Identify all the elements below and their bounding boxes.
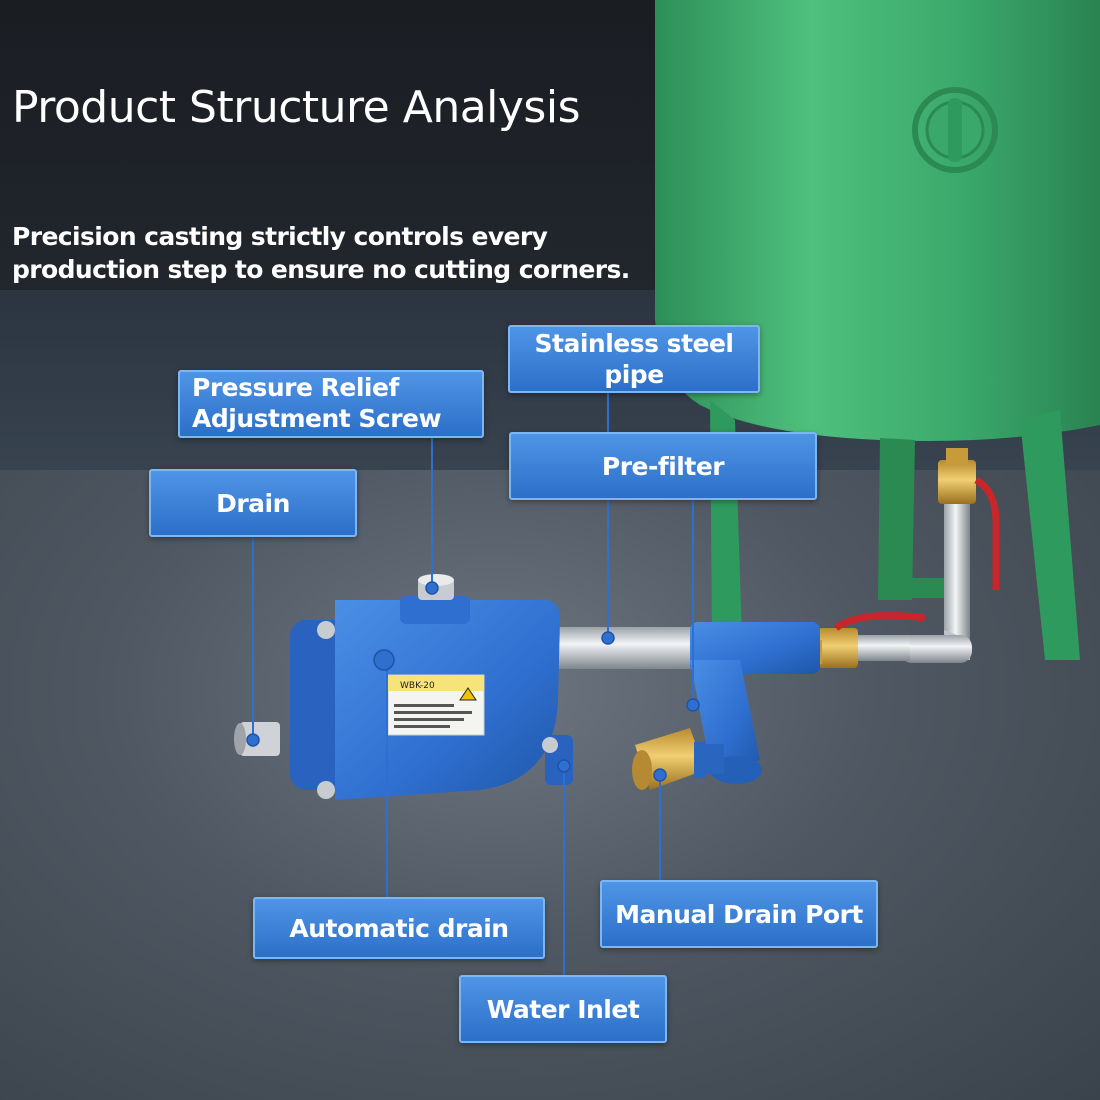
callout-drain-label: Drain [216, 488, 290, 518]
callout-automatic-drain: Automatic drain [253, 897, 545, 959]
page-title: Product Structure Analysis [12, 82, 581, 133]
callout-pressure-relief-line-2: Adjustment Screw [192, 404, 442, 433]
anchor-automatic-drain [373, 649, 395, 671]
device-model-label: WBK-20 [400, 681, 435, 691]
callout-water-inlet-label: Water Inlet [486, 994, 640, 1024]
anchor-stainless-pipe [601, 631, 615, 645]
callout-drain: Drain [149, 469, 357, 537]
callout-pressure-relief-line-1: Pressure Relief [192, 373, 399, 402]
callout-water-inlet: Water Inlet [459, 975, 667, 1043]
callout-pre-filter: Pre-filter [509, 432, 817, 500]
tank-outlet-valve [900, 448, 1000, 663]
callout-manual-drain-port-label: Manual Drain Port [615, 899, 863, 929]
anchor-pre-filter [686, 698, 700, 712]
anchor-water-inlet [557, 759, 571, 773]
callout-automatic-drain-label: Automatic drain [289, 913, 509, 943]
manual-drain-valve [632, 728, 706, 790]
callout-stainless-steel-pipe: Stainless steel pipe [508, 325, 760, 393]
subtitle-line-2: production step to ensure no cutting cor… [12, 255, 630, 284]
anchor-manual-drain [653, 768, 667, 782]
callout-pre-filter-label: Pre-filter [601, 451, 725, 481]
callout-pressure-relief-screw: Pressure Relief Adjustment Screw [178, 370, 484, 438]
anchor-pressure-relief [425, 581, 439, 595]
callout-manual-drain-port: Manual Drain Port [600, 880, 878, 948]
anchor-dots [246, 581, 700, 782]
automatic-drain-body: WBK-20 [234, 574, 573, 800]
page-subtitle: Precision casting strictly controls ever… [12, 220, 672, 286]
stainless-pipe-shape [545, 627, 705, 669]
anchor-drain [246, 733, 260, 747]
subtitle-line-1: Precision casting strictly controls ever… [12, 222, 548, 251]
callout-stainless-steel-pipe-label: Stainless steel pipe [534, 329, 735, 389]
pre-filter-shape [690, 622, 820, 784]
